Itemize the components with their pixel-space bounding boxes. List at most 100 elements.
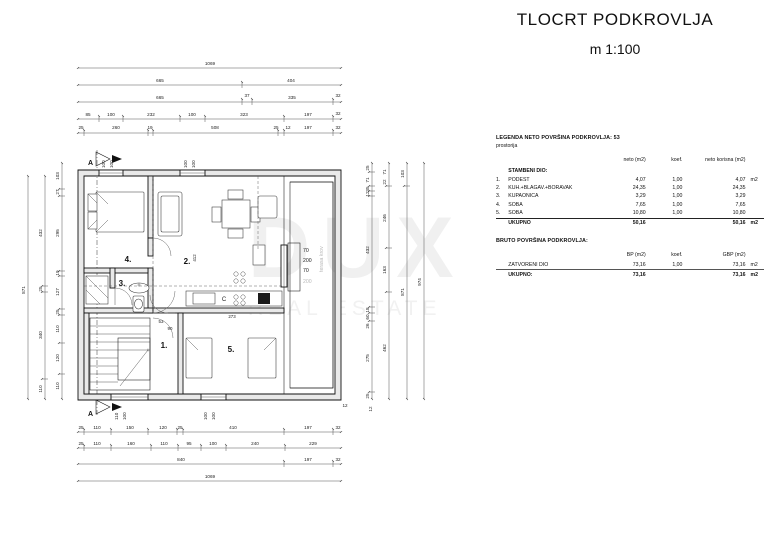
callout-200-a: 200 [303,258,312,264]
row-neto: 3,29 [635,193,646,200]
svg-text:110: 110 [114,412,119,420]
room-label-2: 2. [184,257,191,266]
section-marker-top: A [88,151,122,167]
svg-text:22: 22 [382,179,387,185]
svg-text:260: 260 [112,125,120,130]
row-index: 2. [496,185,501,192]
annotation-12: 12 [342,403,348,408]
legend-heading: LEGENDA NETO POVRŠINA PODKROVLJA: 53 [496,135,620,141]
table-row: 4. SOBA 7,65 1,00 7,65 [496,201,764,209]
room-label-4: 4. [125,255,132,264]
row-name: ZATVORENI DIO [508,261,617,271]
svg-text:19: 19 [55,270,60,276]
total-korisna: 50,16 [696,217,746,228]
legend-panel: LEGENDA NETO POVRŠINA PODKROVLJA: 53 pro… [496,135,764,280]
svg-text:110: 110 [55,325,60,333]
col-gbp: GBP (m2) [722,251,746,258]
svg-text:110: 110 [93,441,101,446]
svg-text:100: 100 [209,441,217,446]
svg-text:229: 229 [309,441,317,446]
table-row: 2. KUH.+BLAGAV.+BORAVAK 24,35 1,00 24,35 [496,185,764,193]
page-title: TLOCRT PODKROVLJA [516,10,714,29]
reference-lines [84,176,284,313]
dimension-chain-bottom: 25 110 150 120 25 410 197 32 25 110 160 … [76,425,343,483]
svg-text:25: 25 [78,125,84,130]
total-row: UKUPNO 50,16 50,16 m2 [496,217,764,228]
svg-text:95: 95 [186,441,192,446]
svg-text:275: 275 [365,354,370,362]
svg-text:25: 25 [55,309,60,315]
svg-text:85: 85 [85,112,91,117]
bruto-area-table: BP (m2) koef. GBP (m2) ZATVORENI DIO 73,… [496,251,764,280]
col-koef: koef. [671,156,683,163]
svg-text:462: 462 [382,344,387,352]
callout-200-b: 200 [303,279,312,285]
svg-text:103: 103 [400,170,405,178]
svg-text:100: 100 [188,112,196,117]
svg-text:19: 19 [147,125,153,130]
total-koef [661,269,697,280]
row-index: 3. [496,193,501,200]
svg-text:100: 100 [211,412,216,420]
row-neto: 10,80 [632,209,646,216]
svg-text:27: 27 [55,189,60,195]
row-korisna: 24,35 [732,185,746,192]
row-unit: m2 [745,261,764,271]
svg-text:25: 25 [38,286,43,292]
row-gbp: 73,16 [696,261,746,271]
svg-text:110: 110 [38,385,43,393]
table-row: ZATVORENI DIO 73,16 1,00 73,16 m2 [496,261,764,271]
window-annotations-top: 100 100 100 100 [101,160,196,168]
row-name: KUH.+BLAGAV.+BORAVAK [508,185,573,192]
row-unit: m2 [750,176,758,183]
svg-text:100: 100 [191,160,196,168]
table-header-row: BP (m2) koef. GBP (m2) [496,251,764,261]
title-block: TLOCRT PODKROVLJA m 1:100 [470,10,760,57]
callout-70-b: 70 [303,268,309,274]
svg-text:232: 232 [147,112,155,117]
window-annotations-bottom: 110 100 100 100 [114,412,216,420]
svg-text:120: 120 [55,354,60,362]
col-bp: BP (m2) [626,251,646,258]
window-callout-right: 70 200 70 200 terasa krov [287,242,325,292]
row-neto: 7,65 [635,201,646,208]
svg-text:100: 100 [107,112,115,117]
total-koef [661,217,697,228]
svg-text:508: 508 [211,125,219,130]
svg-text:840: 840 [177,457,185,462]
svg-text:335: 335 [288,95,296,100]
annotation-412: 412 [192,254,197,262]
svg-text:197: 197 [304,425,312,430]
svg-text:25: 25 [365,165,370,171]
bruto-heading: BRUTO POVRŠINA PODKROVLJA: [496,237,588,244]
row-index: 5. [496,209,501,216]
row-unit [746,193,764,201]
svg-text:410: 410 [229,425,237,430]
svg-text:110: 110 [93,425,101,430]
col-neto-korisna: neto korisna (m2) [705,156,746,163]
callout-vertical-note: terasa krov [319,246,325,272]
svg-text:32: 32 [335,457,341,462]
dimension-chain-top: 1069 665 404 665 37 335 32 85 100 [76,61,343,136]
svg-text:32: 32 [335,125,341,130]
svg-text:1069: 1069 [205,474,216,479]
svg-text:100: 100 [122,412,127,420]
row-korisna: 3,29 [735,193,746,200]
svg-text:240: 240 [251,441,259,446]
row-index: 4. [496,201,501,208]
svg-text:25: 25 [177,425,183,430]
room-label-3: 3. [119,279,126,288]
group-row-stambeni: STAMBENI DIO: [496,166,764,176]
svg-text:110: 110 [160,441,168,446]
total-neto: 50,16 [616,217,662,228]
svg-text:103: 103 [55,172,60,180]
svg-text:25: 25 [273,125,279,130]
svg-text:C: C [222,297,227,303]
svg-text:197: 197 [304,125,312,130]
annotation-273: 273 [228,314,236,319]
section-marker-bottom: A [88,399,122,418]
room-3-fixtures [128,282,150,313]
svg-text:100: 100 [101,160,106,168]
room-5-furniture [185,337,277,379]
svg-text:100: 100 [109,160,114,168]
